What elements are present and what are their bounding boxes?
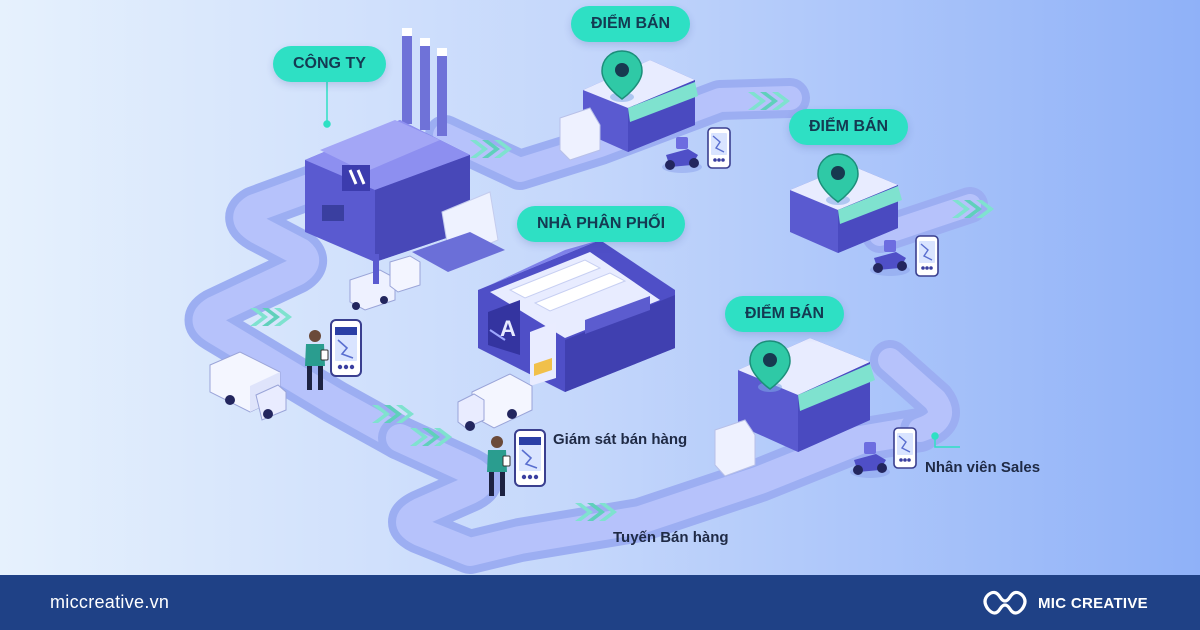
truck-icon [457,373,533,431]
forklift-icon [349,254,421,311]
warehouse-sign: A [500,316,516,341]
truck-icon [209,351,287,421]
factory-building [305,28,505,272]
phone-icon [915,235,939,277]
brand: MIC CREATIVE [982,587,1148,619]
label-distributor: NHÀ PHÂN PHỐI [517,206,686,242]
label-connectors [323,80,960,448]
label-store-3: ĐIỂM BÁN [725,296,845,332]
phone-icon [893,427,917,469]
phone-icon [707,127,731,169]
footer-bar: miccreative.vn MIC CREATIVE [0,575,1200,630]
label-sales-route: Tuyến Bán hàng [613,529,729,546]
distribution-scene: A [184,28,994,574]
warehouse-building [478,240,675,392]
store-building-1 [559,60,698,161]
phone-icon [514,429,546,487]
label-store-2: ĐIỂM BÁN [789,109,909,145]
brand-name: MIC CREATIVE [1038,594,1148,612]
scooter-icon [662,137,702,173]
label-sales-monitoring: Giám sát bán hàng [553,431,688,448]
mic-creative-logo-icon [983,590,1027,615]
label-store-1: ĐIỂM BÁN [571,6,691,42]
label-company: CÔNG TY [273,46,386,82]
label-sales-staff: Nhân viên Sales [925,459,1041,476]
phone-icon [330,319,362,377]
website-url[interactable]: miccreative.vn [50,592,170,612]
